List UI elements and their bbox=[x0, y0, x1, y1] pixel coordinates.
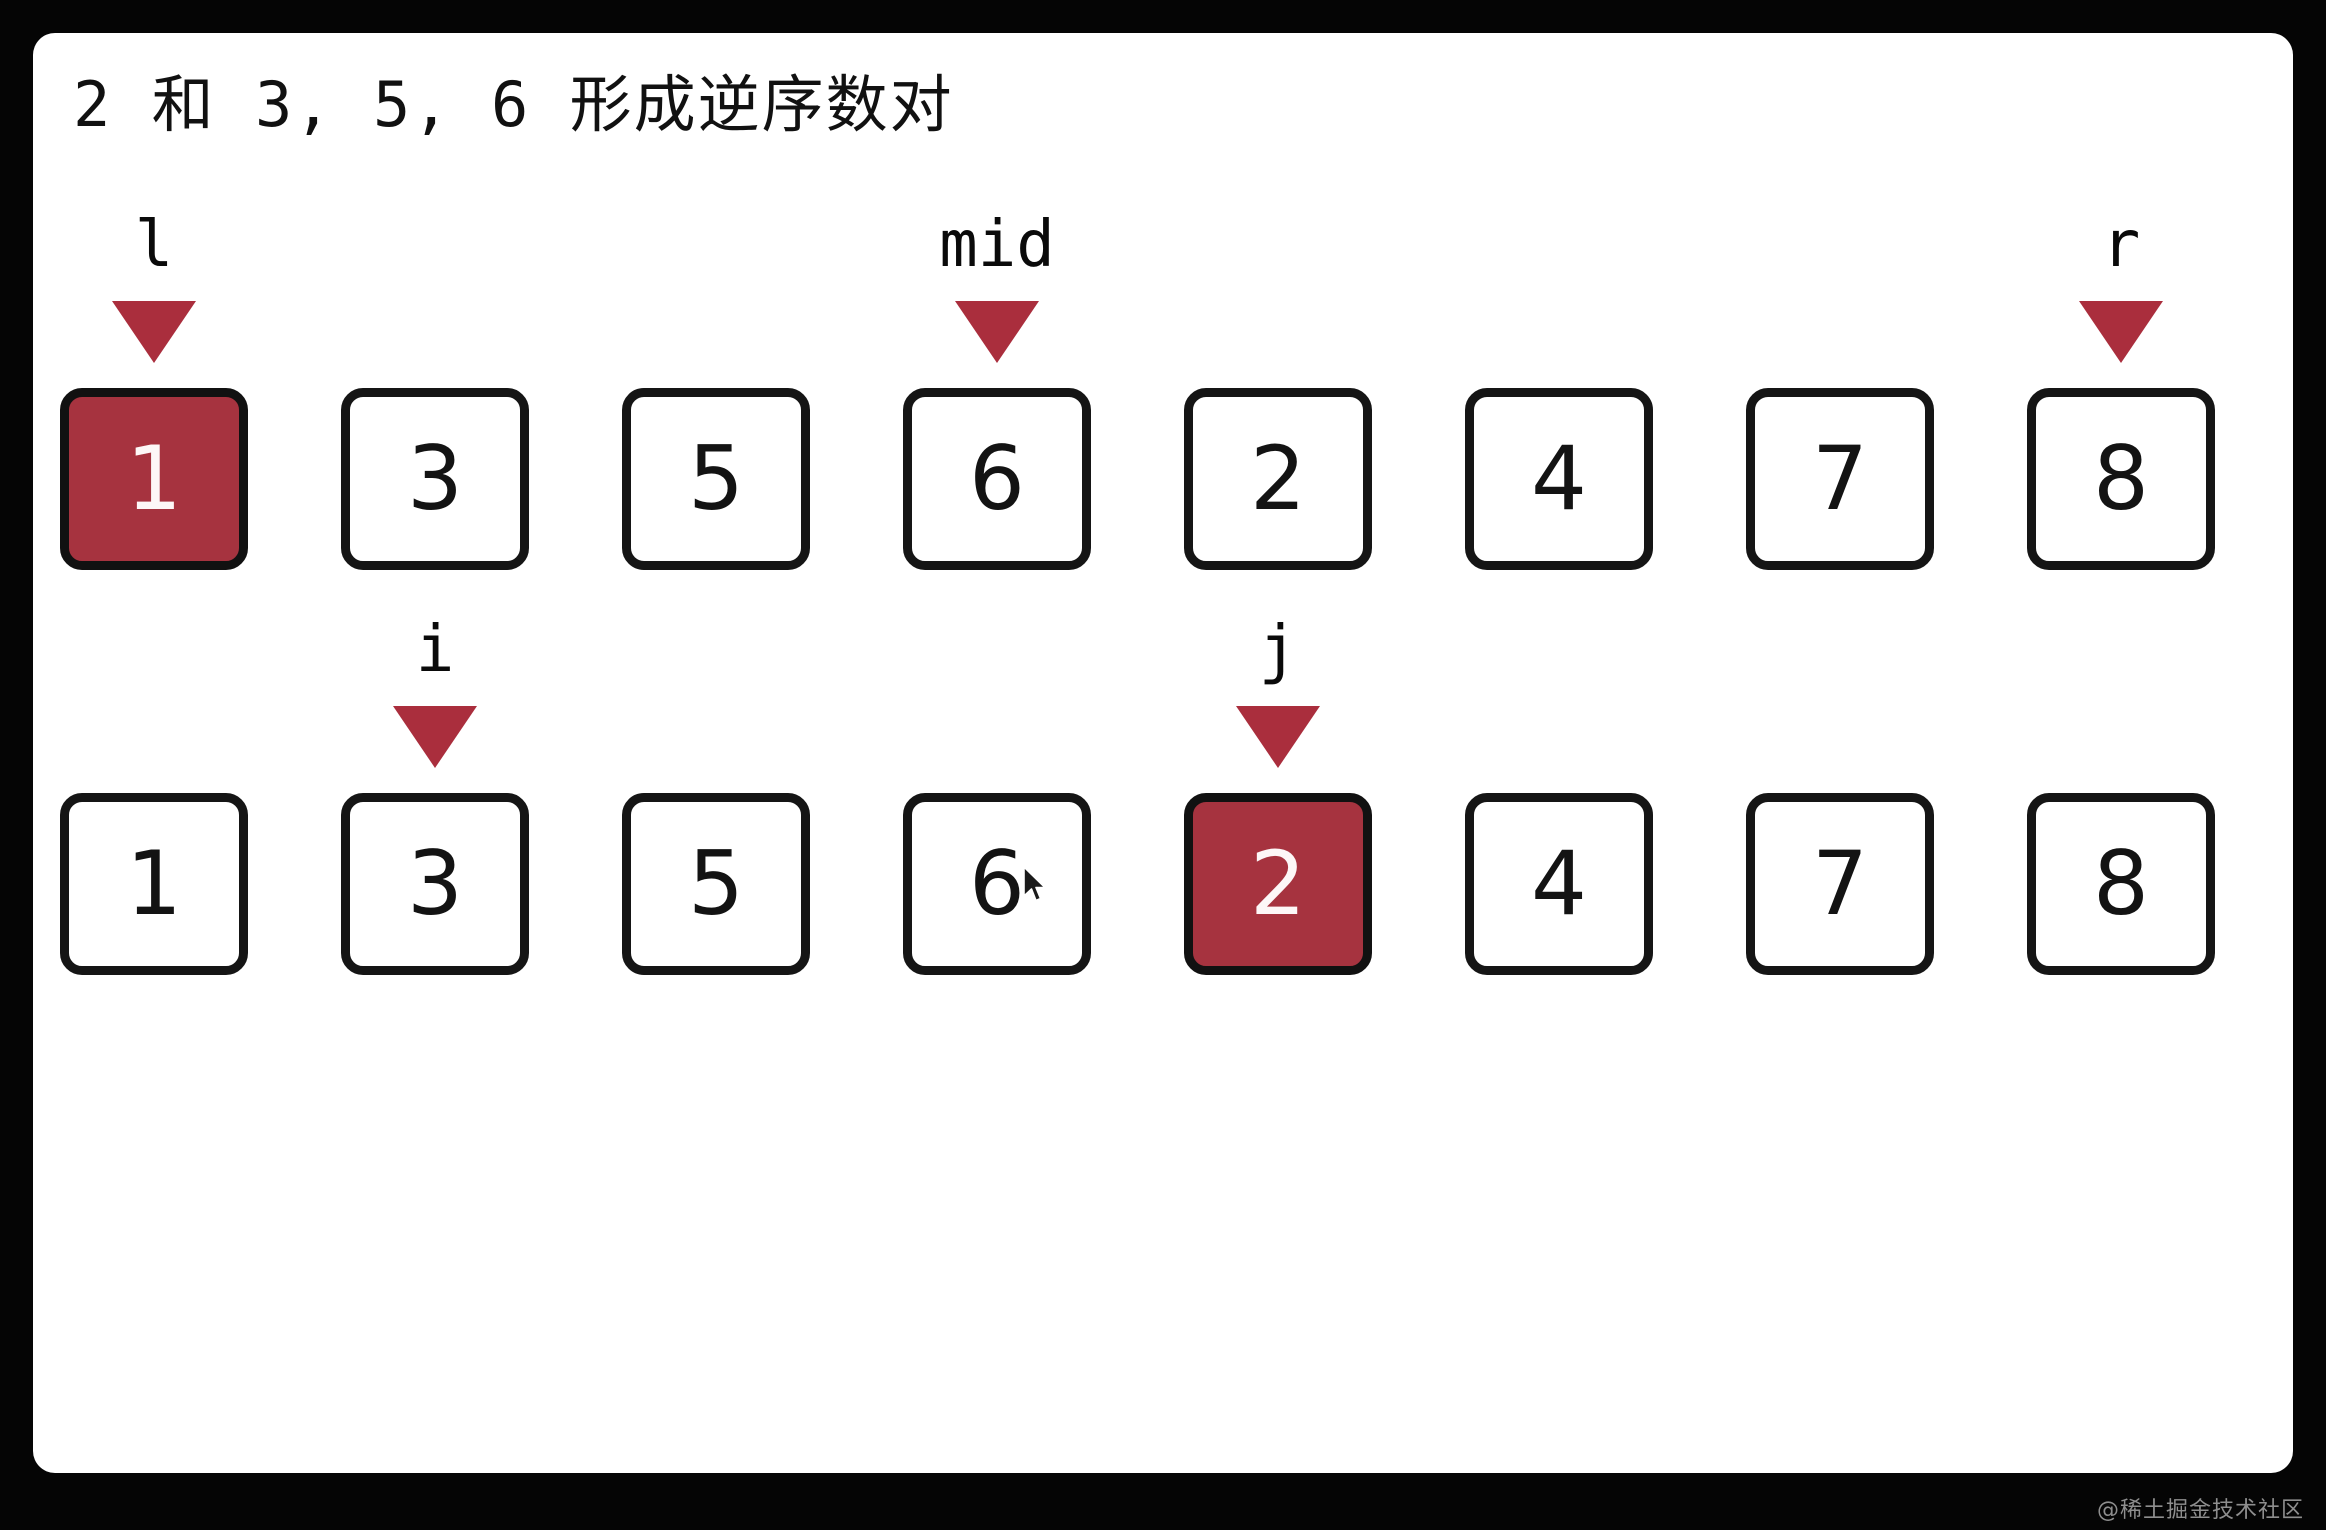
array-pointer-l: l bbox=[54, 213, 254, 363]
array-cell: 4 bbox=[1465, 388, 1653, 570]
array-cell-value: 6 bbox=[969, 832, 1025, 935]
array-cell-value: 5 bbox=[688, 427, 744, 530]
array-cell-value: 7 bbox=[1812, 832, 1868, 935]
array-cell: 3 bbox=[341, 793, 529, 975]
pointer-label: r bbox=[2101, 208, 2141, 282]
array-cell: 1 bbox=[60, 388, 248, 570]
pointer-triangle-down-icon bbox=[955, 301, 1039, 363]
array-cell: 7 bbox=[1746, 793, 1934, 975]
slide-canvas: 2 和 3, 5, 6 形成逆序数对 l mid r 1 3 5 6 2 4 7 8 i j 1 3 5… bbox=[33, 33, 2293, 1473]
array-cell-value: 7 bbox=[1812, 427, 1868, 530]
array-cell: 7 bbox=[1746, 388, 1934, 570]
array-cell-value: 3 bbox=[407, 832, 463, 935]
array-cell-value: 2 bbox=[1250, 427, 1306, 530]
array-cell-value: 4 bbox=[1531, 427, 1587, 530]
array-cell-value: 1 bbox=[126, 427, 182, 530]
array-cell: 5 bbox=[622, 388, 810, 570]
array-cell: 2 bbox=[1184, 793, 1372, 975]
array-cell-value: 2 bbox=[1250, 832, 1306, 935]
array-cell-value: 5 bbox=[688, 832, 744, 935]
array-cell-value: 3 bbox=[407, 427, 463, 530]
array-cell-value: 4 bbox=[1531, 832, 1587, 935]
array-cell: 1 bbox=[60, 793, 248, 975]
array-pointer-i: i bbox=[335, 618, 535, 768]
array-cell-value: 1 bbox=[126, 832, 182, 935]
pointer-triangle-down-icon bbox=[2079, 301, 2163, 363]
array-cell: 3 bbox=[341, 388, 529, 570]
array-pointer-mid: mid bbox=[897, 213, 1097, 363]
pointer-label: i bbox=[415, 613, 455, 687]
array-cell: 6 bbox=[903, 793, 1091, 975]
array-cell-value: 8 bbox=[2093, 427, 2149, 530]
array-cell: 5 bbox=[622, 793, 810, 975]
array-pointer-r: r bbox=[2021, 213, 2221, 363]
pointer-triangle-down-icon bbox=[112, 301, 196, 363]
array-cell: 6 bbox=[903, 388, 1091, 570]
array-cells-bottom: 1 3 5 6 2 4 7 8 bbox=[33, 793, 2293, 993]
watermark: @稀土掘金技术社区 bbox=[2096, 1498, 2304, 1523]
array-cell: 2 bbox=[1184, 388, 1372, 570]
pointer-triangle-down-icon bbox=[393, 706, 477, 768]
array-cell-value: 6 bbox=[969, 427, 1025, 530]
pointer-triangle-down-icon bbox=[1236, 706, 1320, 768]
pointer-label: mid bbox=[939, 208, 1055, 282]
array-pointer-j: j bbox=[1178, 618, 1378, 768]
pointer-label: j bbox=[1258, 613, 1298, 687]
pointer-label: l bbox=[134, 208, 174, 282]
array-cell: 4 bbox=[1465, 793, 1653, 975]
array-cells-top: 1 3 5 6 2 4 7 8 bbox=[33, 388, 2293, 588]
page-title: 2 和 3, 5, 6 形成逆序数对 bbox=[73, 68, 954, 141]
array-cell: 8 bbox=[2027, 388, 2215, 570]
array-cell: 8 bbox=[2027, 793, 2215, 975]
array-cell-value: 8 bbox=[2093, 832, 2149, 935]
